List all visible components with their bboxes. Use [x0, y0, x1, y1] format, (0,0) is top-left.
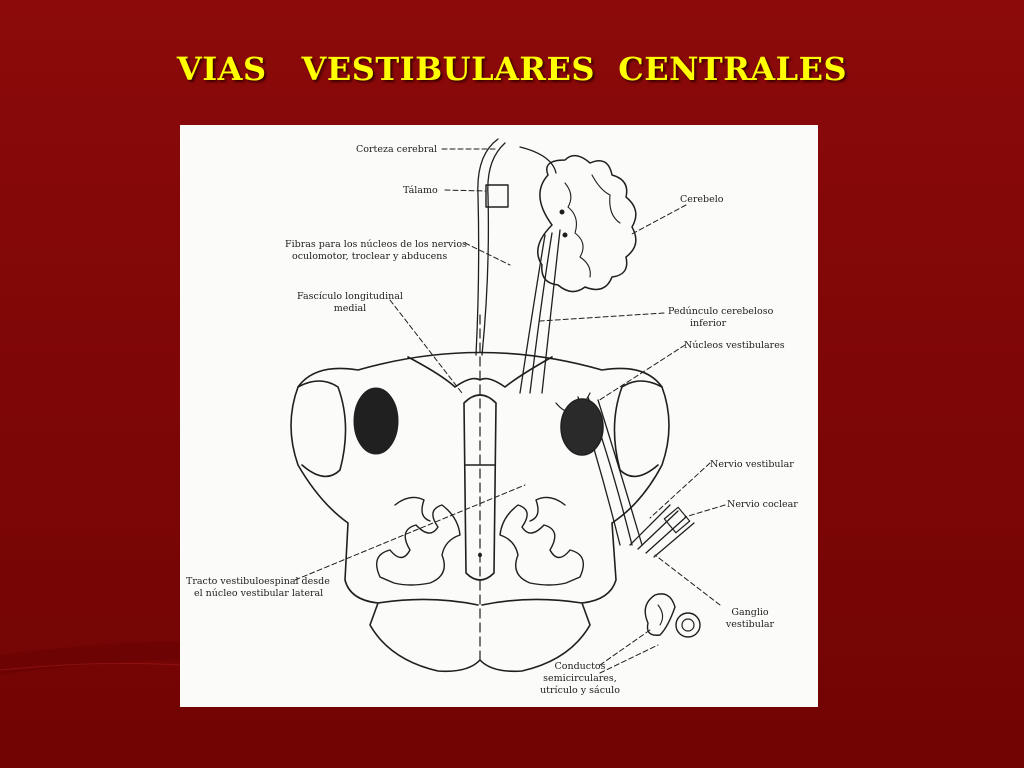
label-ganglio-line2: vestibular [725, 619, 775, 630]
label-nucleos-vestibulares: Núcleos vestibulares [684, 340, 785, 351]
label-pedunculo-line2: inferior [690, 318, 727, 329]
label-nervio-vestibular: Nervio vestibular [710, 459, 794, 470]
label-corteza-cerebral: Corteza cerebral [356, 144, 438, 155]
medial-longitudinal-fasciculus [463, 394, 497, 581]
left-dark-nucleus [353, 387, 399, 455]
right-lateral-lobe [613, 380, 663, 478]
label-nervio-coclear: Nervio coclear [727, 499, 798, 510]
label-ganglio-line1: Ganglio [731, 607, 769, 618]
left-olivary-nucleus [376, 504, 461, 586]
label-fibras-line2: oculomotor, troclear y abducens [292, 251, 448, 262]
slide-title: VIAS VESTIBULARES CENTRALES [176, 50, 848, 88]
label-fasciculo-line2: medial [333, 303, 367, 314]
vestibular-pathways-figure: Corteza cerebral Tálamo Cerebelo Fibras … [180, 125, 818, 707]
label-conductos-line2: semicirculares, [543, 673, 617, 684]
label-tracto-line2: el núcleo vestibular lateral [194, 588, 324, 599]
label-conductos-line3: utrículo y sáculo [540, 685, 620, 696]
left-lateral-lobe [297, 380, 347, 478]
label-talamo: Tálamo [403, 185, 438, 196]
label-fibras-line1: Fibras para los núcleos de los nervios [285, 239, 467, 250]
label-fasciculo-line1: Fascículo longitudinal [297, 291, 403, 302]
label-conductos-line1: Conductos [554, 661, 606, 672]
cochlea [675, 612, 701, 638]
semicircular-canals [644, 593, 676, 636]
cerebellum [537, 154, 637, 293]
label-pedunculo-line1: Pedúnculo cerebeloso [668, 306, 774, 317]
brainstem-outline [290, 351, 670, 673]
vestibular-nuclei [560, 398, 604, 456]
label-cerebelo: Cerebelo [680, 194, 724, 205]
brainstem-diagram [290, 138, 726, 674]
right-olivary-nucleus [499, 504, 584, 586]
thalamus-box [485, 184, 509, 208]
label-tracto-line1: Tracto vestibuloespinal desde [186, 576, 330, 587]
